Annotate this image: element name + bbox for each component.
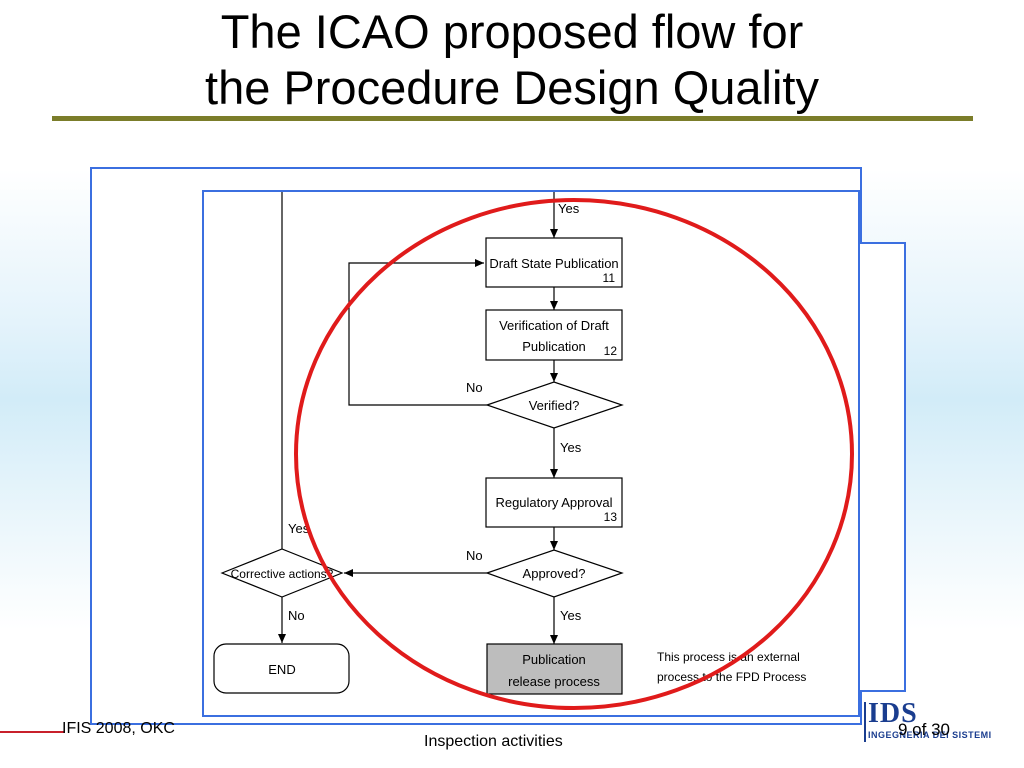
box-regulatory-approval [485, 477, 623, 528]
title-line-1: The ICAO proposed flow for [220, 5, 804, 58]
box-draft-state-publication [485, 237, 623, 288]
logo-bar [864, 702, 866, 742]
label-verified-yes: Yes [560, 440, 582, 455]
page-number: 9 of 30 [898, 720, 950, 739]
logo-subtitle: INGEGNERIA DEI SISTEMI [868, 730, 992, 740]
footer-topic: Inspection activities [424, 733, 563, 750]
label-corrective-yes: Yes [288, 521, 310, 536]
diamond-corrective-actions [220, 548, 344, 598]
diamond-verified [485, 381, 624, 429]
label-end: END [268, 662, 295, 677]
label-step-13: 13 [604, 510, 618, 524]
diamond-approved [485, 549, 624, 598]
arrow-verified-no-loop [348, 259, 487, 406]
note-external-line1: This process is an external [657, 650, 800, 664]
label-regulatory-approval: Regulatory Approval [495, 495, 612, 510]
logo-wordmark: IDS [868, 698, 918, 729]
label-release-line1: Publication [522, 652, 586, 667]
label-approved-no: No [466, 548, 483, 563]
footer-event: IFIS 2008, OKC [62, 720, 175, 737]
label-verified: Verified? [529, 398, 580, 413]
box-publication-release [486, 643, 623, 695]
label-corrective-no: No [288, 608, 305, 623]
label-verification-line1: Verification of Draft [499, 318, 609, 333]
box-verification [485, 309, 623, 361]
label-approved: Approved? [523, 566, 586, 581]
note-external-line2: process to the FPD Process [657, 670, 806, 684]
slide-title: The ICAO proposed flow for the Procedure… [0, 4, 1024, 116]
label-verification-line2: Publication [522, 339, 586, 354]
label-approved-yes: Yes [560, 608, 582, 623]
title-line-2: the Procedure Design Quality [205, 61, 819, 114]
ids-logo: IDS INGEGNERIA DEI SISTEMI [864, 698, 1016, 746]
label-step-12: 12 [604, 344, 618, 358]
label-step-11: 11 [603, 271, 616, 285]
footer-accent-line [0, 731, 64, 733]
highlight-circle [294, 198, 854, 710]
side-flowchart-panel [854, 242, 906, 692]
label-verified-no: No [466, 380, 483, 395]
label-corrective-actions: Corrective actions? [231, 567, 334, 581]
terminal-end [213, 643, 350, 694]
label-draft-state-publication: Draft State Publication [489, 256, 618, 271]
title-underline [52, 116, 973, 121]
label-release-line2: release process [508, 674, 600, 689]
label-top-yes: Yes [558, 201, 580, 216]
